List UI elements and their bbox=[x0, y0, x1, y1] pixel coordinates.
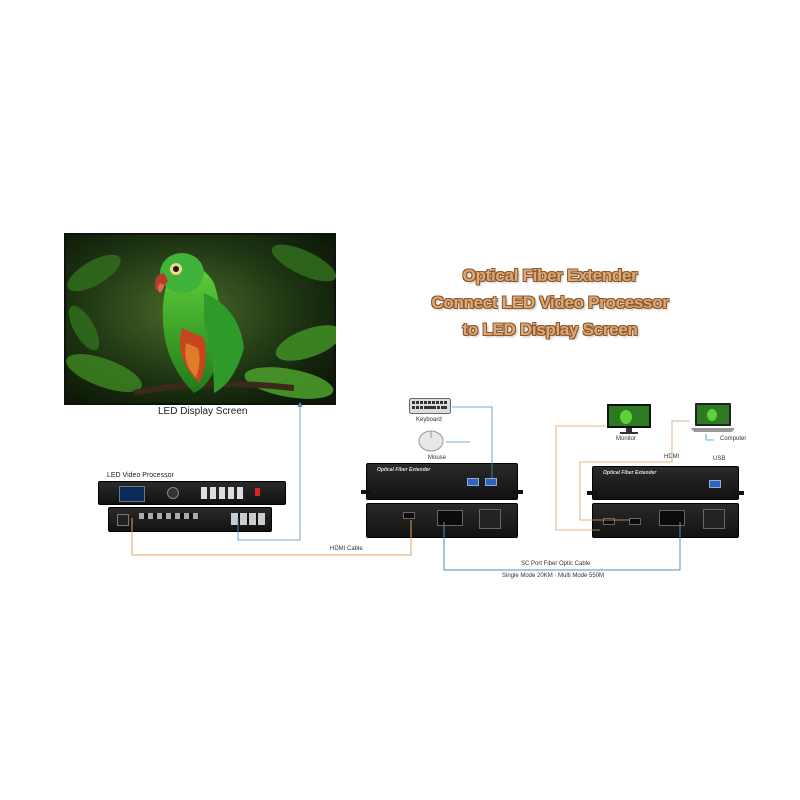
transmitter-foot-right bbox=[513, 490, 523, 494]
diagram-headline: Optical Fiber Extender Connect LED Video… bbox=[400, 262, 700, 343]
leaf-group bbox=[66, 244, 336, 399]
hdmi-cable-label: HDMI Cable bbox=[330, 546, 363, 552]
processor-button-row bbox=[201, 487, 245, 499]
led-display-screen-image bbox=[64, 233, 336, 405]
fiber-cable-label: SC Port Fiber Optic Cable bbox=[521, 561, 591, 567]
processor-power-socket bbox=[117, 514, 129, 526]
processor-power-button bbox=[255, 488, 260, 496]
usb-label: USB bbox=[713, 456, 726, 462]
led-video-processor-front bbox=[98, 481, 286, 505]
receiver-usb-port bbox=[709, 480, 721, 488]
processor-input-ports bbox=[139, 513, 199, 519]
receiver-power-socket bbox=[703, 509, 725, 529]
monitor-icon bbox=[607, 404, 651, 434]
transmitter-sc-fiber-port bbox=[437, 510, 463, 526]
receiver-foot-right bbox=[734, 491, 744, 495]
computer-label: Computer bbox=[720, 436, 747, 442]
receiver-name: Optical Fiber Extender bbox=[603, 470, 657, 476]
transmitter-hdmi-port bbox=[403, 512, 415, 519]
computer-usb-line bbox=[705, 434, 714, 441]
mouse-label: Mouse bbox=[428, 455, 447, 461]
headline-line-2: Connect LED Video Processor bbox=[431, 293, 669, 312]
receiver-hdmi-out-port bbox=[603, 518, 615, 525]
transmitter-front-panel: Optical Fiber Extender bbox=[361, 463, 523, 500]
mouse-icon bbox=[418, 430, 444, 452]
hdmi-label: HDMI bbox=[664, 454, 680, 460]
processor-lcd-screen bbox=[119, 486, 145, 502]
keyboard-icon bbox=[409, 398, 451, 414]
led-display-screen-label: LED Display Screen bbox=[158, 406, 248, 417]
transmitter-back-panel bbox=[366, 503, 518, 538]
receiver-foot-left bbox=[587, 491, 597, 495]
transmitter-power-socket bbox=[479, 509, 501, 529]
fiber-distance-label: Single Mode 20KM · Multi Mode 550M bbox=[502, 573, 605, 579]
headline-line-1: Optical Fiber Extender bbox=[462, 266, 638, 285]
computer-icon bbox=[691, 403, 735, 432]
keyboard-label: Keyboard bbox=[416, 417, 442, 423]
receiver-sc-fiber-port bbox=[659, 510, 685, 526]
processor-network-ports bbox=[231, 513, 265, 525]
processor-knob-icon bbox=[167, 487, 179, 499]
receiver-back-panel bbox=[592, 503, 739, 538]
transmitter-usb-port-1 bbox=[467, 478, 479, 486]
led-video-processor-back bbox=[108, 507, 272, 532]
headline-line-3: to LED Display Screen bbox=[462, 320, 638, 339]
receiver-front-panel: Optical Fiber Extender bbox=[587, 466, 744, 500]
transmitter-name: Optical Fiber Extender bbox=[377, 467, 431, 473]
monitor-label: Monitor bbox=[616, 436, 637, 442]
transmitter-foot-left bbox=[361, 490, 371, 494]
led-video-processor-label: LED Video Processor bbox=[107, 472, 174, 479]
receiver-hdmi-port bbox=[629, 518, 641, 525]
transmitter-usb-port-2 bbox=[485, 478, 497, 486]
